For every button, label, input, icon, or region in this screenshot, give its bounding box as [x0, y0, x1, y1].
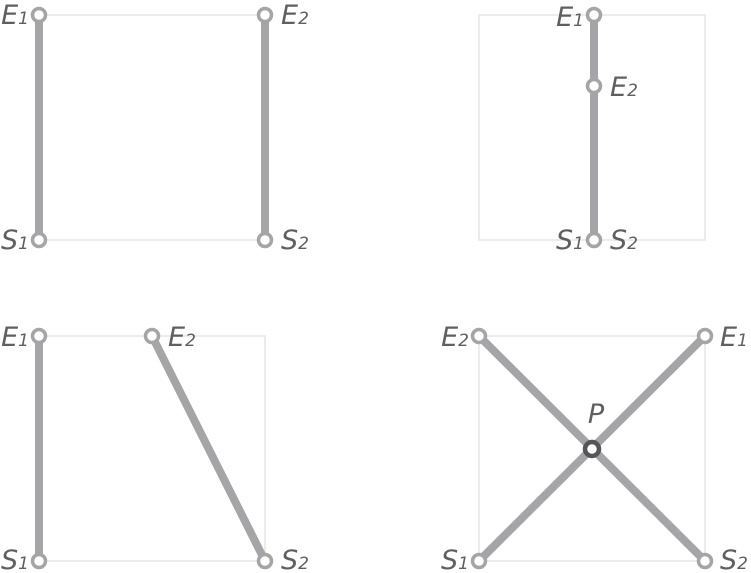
endpoint-s2 — [256, 552, 274, 570]
endpoint-e1 — [585, 6, 603, 24]
intersection-point-p — [582, 439, 602, 459]
endpoint-s2 — [696, 552, 714, 570]
segment-2 — [148, 332, 269, 565]
panel-top-right: E1 E2 S1 S2 — [478, 2, 706, 256]
panel-frame — [478, 335, 706, 562]
endpoint-e1 — [696, 327, 714, 345]
label-e2: E2 — [441, 322, 469, 353]
endpoint-s1-s2 — [585, 231, 603, 249]
endpoint-e2 — [585, 77, 603, 95]
label-e1: E1 — [1, 322, 29, 353]
label-s1: S1 — [441, 545, 469, 573]
label-s2: S2 — [720, 545, 748, 573]
label-e1: E1 — [1, 0, 29, 31]
label-s2: S2 — [281, 545, 309, 573]
endpoint-e2 — [470, 327, 488, 345]
label-e2: E2 — [281, 0, 309, 31]
endpoint-e2 — [143, 327, 161, 345]
panel-frame — [38, 335, 266, 562]
label-s1: S1 — [1, 545, 29, 573]
endpoint-s2 — [256, 231, 274, 249]
endpoint-s1 — [470, 552, 488, 570]
endpoint-e1 — [30, 327, 48, 345]
label-e1: E1 — [720, 322, 748, 353]
label-e2: E2 — [168, 322, 196, 353]
endpoint-e1 — [30, 6, 48, 24]
endpoint-s1 — [30, 231, 48, 249]
endpoint-e2 — [256, 6, 274, 24]
panel-bottom-right: E2 E1 S1 S2 P — [441, 322, 748, 573]
label-e1: E1 — [556, 2, 584, 33]
endpoint-s1 — [30, 552, 48, 570]
label-p: P — [588, 399, 605, 430]
panel-top-left: E1 E2 S1 S2 — [1, 0, 309, 256]
panel-frame — [38, 14, 266, 241]
label-s2: S2 — [610, 225, 638, 256]
panel-bottom-left: E1 E2 S1 S2 — [1, 322, 309, 573]
label-s1: S1 — [556, 225, 584, 256]
label-s1: S1 — [1, 225, 29, 256]
label-e2: E2 — [610, 72, 638, 103]
label-s2: S2 — [281, 225, 309, 256]
